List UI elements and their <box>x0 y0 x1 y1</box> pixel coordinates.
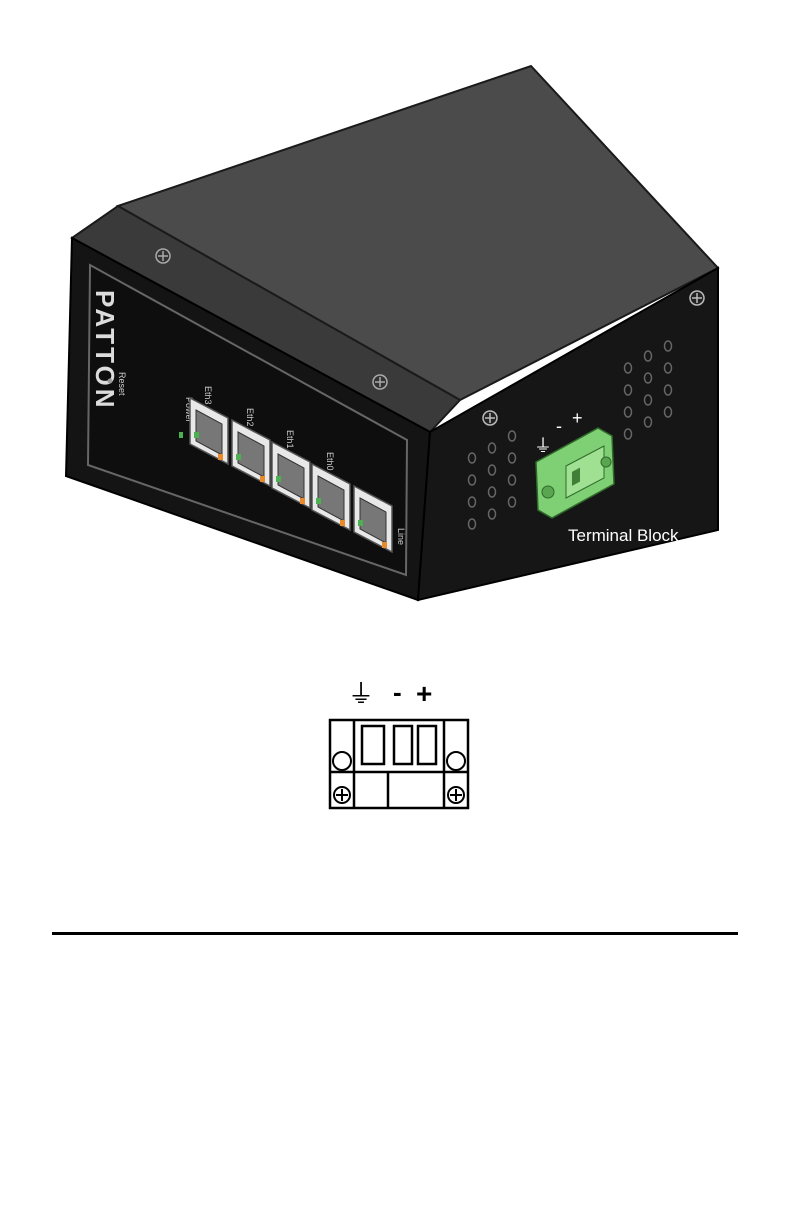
port-label: Line <box>396 528 406 545</box>
screw-icon <box>690 291 704 305</box>
horizontal-rule <box>52 932 738 935</box>
minus-symbol: - <box>393 677 402 707</box>
plus-symbol: + <box>416 678 432 709</box>
terminal-block-diagram: ⏚ - + <box>300 675 500 820</box>
screw-icon <box>373 375 387 389</box>
port-label: Eth2 <box>245 408 255 427</box>
screw-plus-icon <box>448 787 464 803</box>
reset-label: Reset <box>117 372 127 396</box>
port-label: Eth0 <box>325 452 335 471</box>
screw-icon <box>483 411 497 425</box>
terminal-block-label: Terminal Block <box>568 526 679 545</box>
minus-symbol: - <box>556 416 562 436</box>
reset-button[interactable] <box>108 379 113 384</box>
ground-symbol: ⏚ <box>348 679 374 709</box>
plus-symbol: + <box>572 408 583 428</box>
screw-plus-icon <box>334 787 350 803</box>
screw-icon <box>447 752 465 770</box>
power-led <box>179 432 183 438</box>
ground-symbol: ⏚ <box>534 436 552 456</box>
port-label: Eth1 <box>285 430 295 449</box>
device-illustration: PATTON Reset Power Eth3 Eth2 Eth1 Eth0 <box>0 0 793 640</box>
screw-icon <box>333 752 351 770</box>
port-label: Eth3 <box>203 386 213 405</box>
screw-icon <box>156 249 170 263</box>
brand-logo: PATTON <box>90 290 120 411</box>
